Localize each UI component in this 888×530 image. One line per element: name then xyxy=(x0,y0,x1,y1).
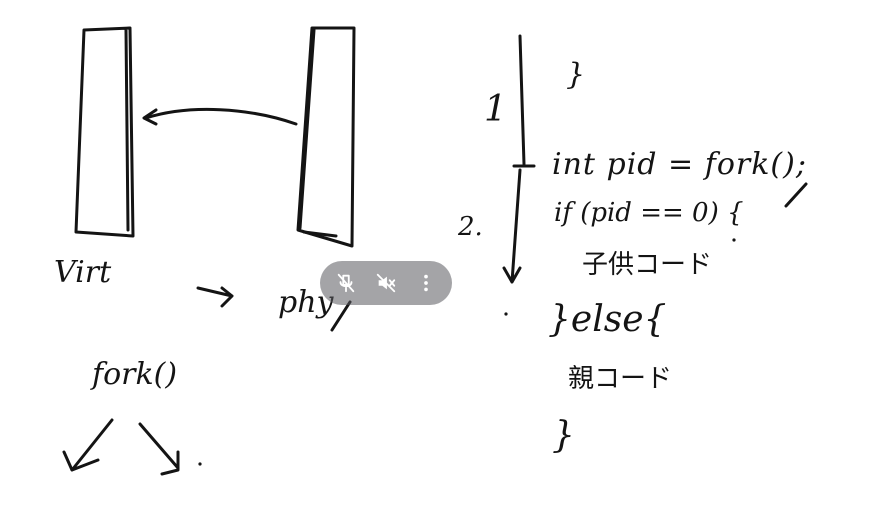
phy-box-bottom xyxy=(302,230,338,238)
step-one-label: 1 xyxy=(484,89,507,130)
code-line-if: if (pid == 0) { xyxy=(554,198,744,228)
fork-slash xyxy=(784,182,808,208)
virt-label: Virt xyxy=(54,255,112,290)
timeline-arrow xyxy=(502,168,522,284)
mic-off-icon xyxy=(337,273,355,293)
mic-off-button[interactable] xyxy=(329,266,363,300)
media-controls xyxy=(320,261,452,305)
phy-stroke xyxy=(330,300,352,332)
mapping-arrow-head xyxy=(142,108,158,126)
timeline-line xyxy=(518,34,526,166)
closing-brace: } xyxy=(552,415,575,456)
more-vertical-icon xyxy=(424,274,428,292)
sound-muted-button[interactable] xyxy=(369,266,403,300)
speaker-muted-icon xyxy=(376,273,396,293)
phy-box xyxy=(296,26,356,248)
fork-call-label: fork() xyxy=(92,357,178,392)
more-options-button[interactable] xyxy=(409,266,443,300)
top-brace: } xyxy=(566,57,586,92)
virt-box xyxy=(74,26,135,238)
code-line-child: 子供コード xyxy=(582,250,713,280)
mapping-arrow xyxy=(144,107,298,126)
step-two-label: 2. xyxy=(458,212,483,242)
code-line-parent: 親コード xyxy=(568,364,673,394)
virt-to-phy-arrow xyxy=(196,286,234,308)
fork-left-arrow xyxy=(62,418,114,472)
code-line-fork: int pid = fork(); xyxy=(552,147,807,182)
code-line-else: }else{ xyxy=(548,299,667,340)
fork-right-arrow xyxy=(138,422,180,476)
